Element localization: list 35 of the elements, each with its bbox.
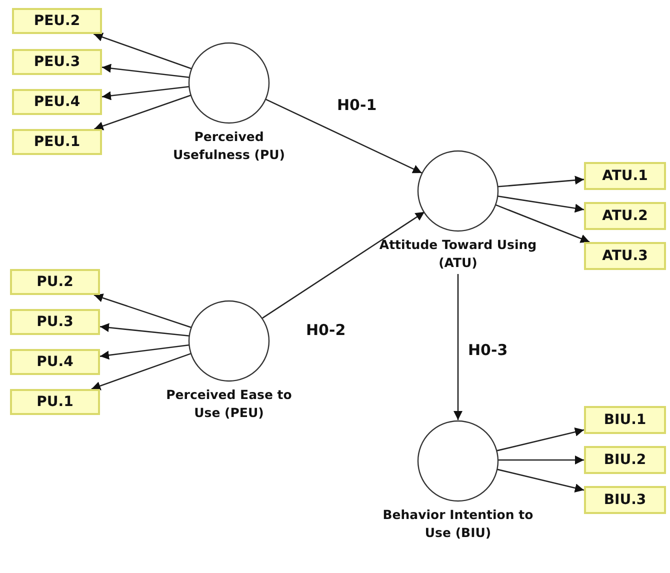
indicator-box: PU.2	[10, 269, 100, 295]
arrow	[494, 204, 590, 243]
construct-label: Perceived Usefulness (PU)	[172, 128, 286, 164]
arrow	[497, 196, 584, 213]
indicator-box: ATU.1	[584, 162, 666, 190]
arrow	[94, 94, 192, 130]
arrow	[454, 274, 462, 420]
indicator-box: BIU.1	[584, 406, 666, 434]
indicator-box: BIU.3	[584, 486, 666, 514]
arrow	[93, 32, 192, 70]
arrow	[100, 344, 190, 360]
arrow	[102, 64, 190, 78]
indicator-box: PU.1	[10, 389, 100, 415]
arrow	[496, 428, 584, 452]
arrow	[100, 323, 190, 337]
arrow	[102, 86, 190, 100]
construct-label: Perceived Ease to Use (PEU)	[165, 386, 293, 422]
indicator-box: PU.3	[10, 309, 100, 335]
construct-label: Attitude Toward Using (ATU)	[378, 236, 538, 272]
indicator-box: PEU.4	[12, 89, 102, 115]
indicator-box: PEU.1	[12, 129, 102, 155]
arrow	[496, 468, 584, 492]
indicator-box: PU.4	[10, 349, 100, 375]
arrow	[498, 456, 584, 464]
arrow	[264, 98, 422, 174]
arrow	[94, 294, 192, 328]
arrow	[91, 352, 192, 390]
arrow	[498, 176, 584, 188]
indicator-box: PEU.3	[12, 49, 102, 75]
indicator-box: BIU.2	[584, 446, 666, 474]
indicator-box: ATU.3	[584, 242, 666, 270]
indicator-box: ATU.2	[584, 202, 666, 230]
construct-label: Behavior Intention to Use (BIU)	[382, 506, 534, 542]
indicator-box: PEU.2	[12, 8, 102, 34]
arrow	[262, 211, 425, 319]
